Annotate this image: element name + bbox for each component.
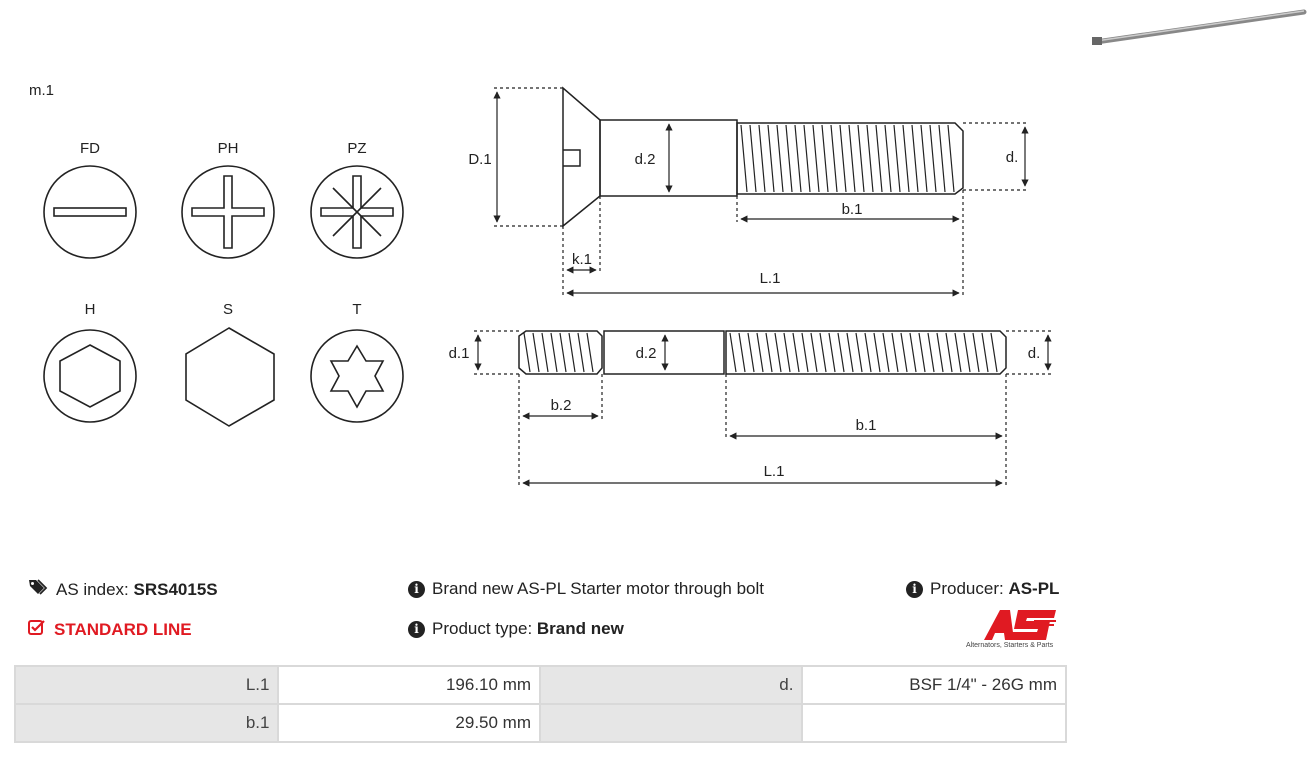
phillips-head-icon <box>181 165 275 259</box>
info-icon: i <box>408 580 425 598</box>
spec-value: 196.10 mm <box>277 665 542 705</box>
head-label-fd: FD <box>80 140 100 157</box>
spec-label <box>539 703 804 743</box>
head-label-h: H <box>85 301 96 318</box>
as-index-value: SRS4015S <box>133 579 218 599</box>
screw-label-d: d. <box>1006 149 1019 166</box>
product-type: i Product type: Brand new <box>408 619 624 639</box>
product-type-value: Brand new <box>536 619 624 638</box>
as-index: AS index: SRS4015S <box>28 579 218 600</box>
spec-table: L.1 196.10 mm d. BSF 1/4" - 26G mm b.1 2… <box>13 665 1067 743</box>
slotted-head-icon <box>43 165 137 259</box>
product-type-label: Product type: <box>432 619 533 638</box>
description-text: Brand new AS-PL Starter motor through bo… <box>432 579 764 598</box>
pozidriv-head-icon <box>310 165 404 259</box>
screw-label-L1: L.1 <box>760 270 781 287</box>
standard-line: STANDARD LINE <box>28 619 192 640</box>
stud-drawing <box>518 330 1007 375</box>
screw-label-d2: d.2 <box>635 151 656 168</box>
info-icon: i <box>906 580 923 598</box>
stud-label-L1: L.1 <box>764 463 785 480</box>
stud-label-d1: d.1 <box>449 345 470 362</box>
head-label-ph: PH <box>218 140 239 157</box>
technical-drawing: m.1 FD PH PZ H S T <box>29 9 1307 487</box>
table-row: L.1 196.10 mm d. BSF 1/4" - 26G mm <box>13 665 1067 705</box>
spec-value <box>801 703 1067 743</box>
screw-drawing <box>562 86 964 228</box>
spec-label: d. <box>539 665 804 705</box>
standard-line-label: STANDARD LINE <box>54 619 192 639</box>
stud-label-b1: b.1 <box>856 417 877 434</box>
screw-label-b1: b.1 <box>842 201 863 218</box>
spec-value: BSF 1/4" - 26G mm <box>801 665 1067 705</box>
stud-label-d: d. <box>1028 345 1041 362</box>
producer-value: AS-PL <box>1008 579 1060 598</box>
stud-label-b2: b.2 <box>551 397 572 414</box>
description: i Brand new AS-PL Starter motor through … <box>408 579 764 599</box>
model-label: m.1 <box>29 82 54 99</box>
spec-label: L.1 <box>13 665 280 705</box>
head-label-pz: PZ <box>347 140 366 157</box>
info-icon: i <box>408 620 425 638</box>
spec-value: 29.50 mm <box>277 703 542 743</box>
stud-label-d2: d.2 <box>636 345 657 362</box>
screw-label-k1: k.1 <box>572 251 592 268</box>
tags-icon <box>28 579 48 600</box>
as-pl-logo <box>960 608 1072 654</box>
logo-caption: Alternators, Starters & Parts <box>966 642 1054 649</box>
spec-label: b.1 <box>13 703 280 743</box>
head-label-s: S <box>223 301 233 318</box>
producer: i Producer: AS-PL <box>906 579 1059 599</box>
torx-head-icon <box>310 329 404 423</box>
checkbox-checked-icon <box>28 619 46 640</box>
hex-head-icon <box>185 327 275 427</box>
producer-label: Producer: <box>930 579 1004 598</box>
screw-label-D1: D.1 <box>468 151 491 168</box>
as-index-label: AS index: <box>56 579 129 599</box>
table-row: b.1 29.50 mm <box>13 703 1067 743</box>
head-label-t: T <box>352 301 361 318</box>
product-thumbnail <box>1092 9 1307 45</box>
hex-socket-head-icon <box>43 329 137 423</box>
